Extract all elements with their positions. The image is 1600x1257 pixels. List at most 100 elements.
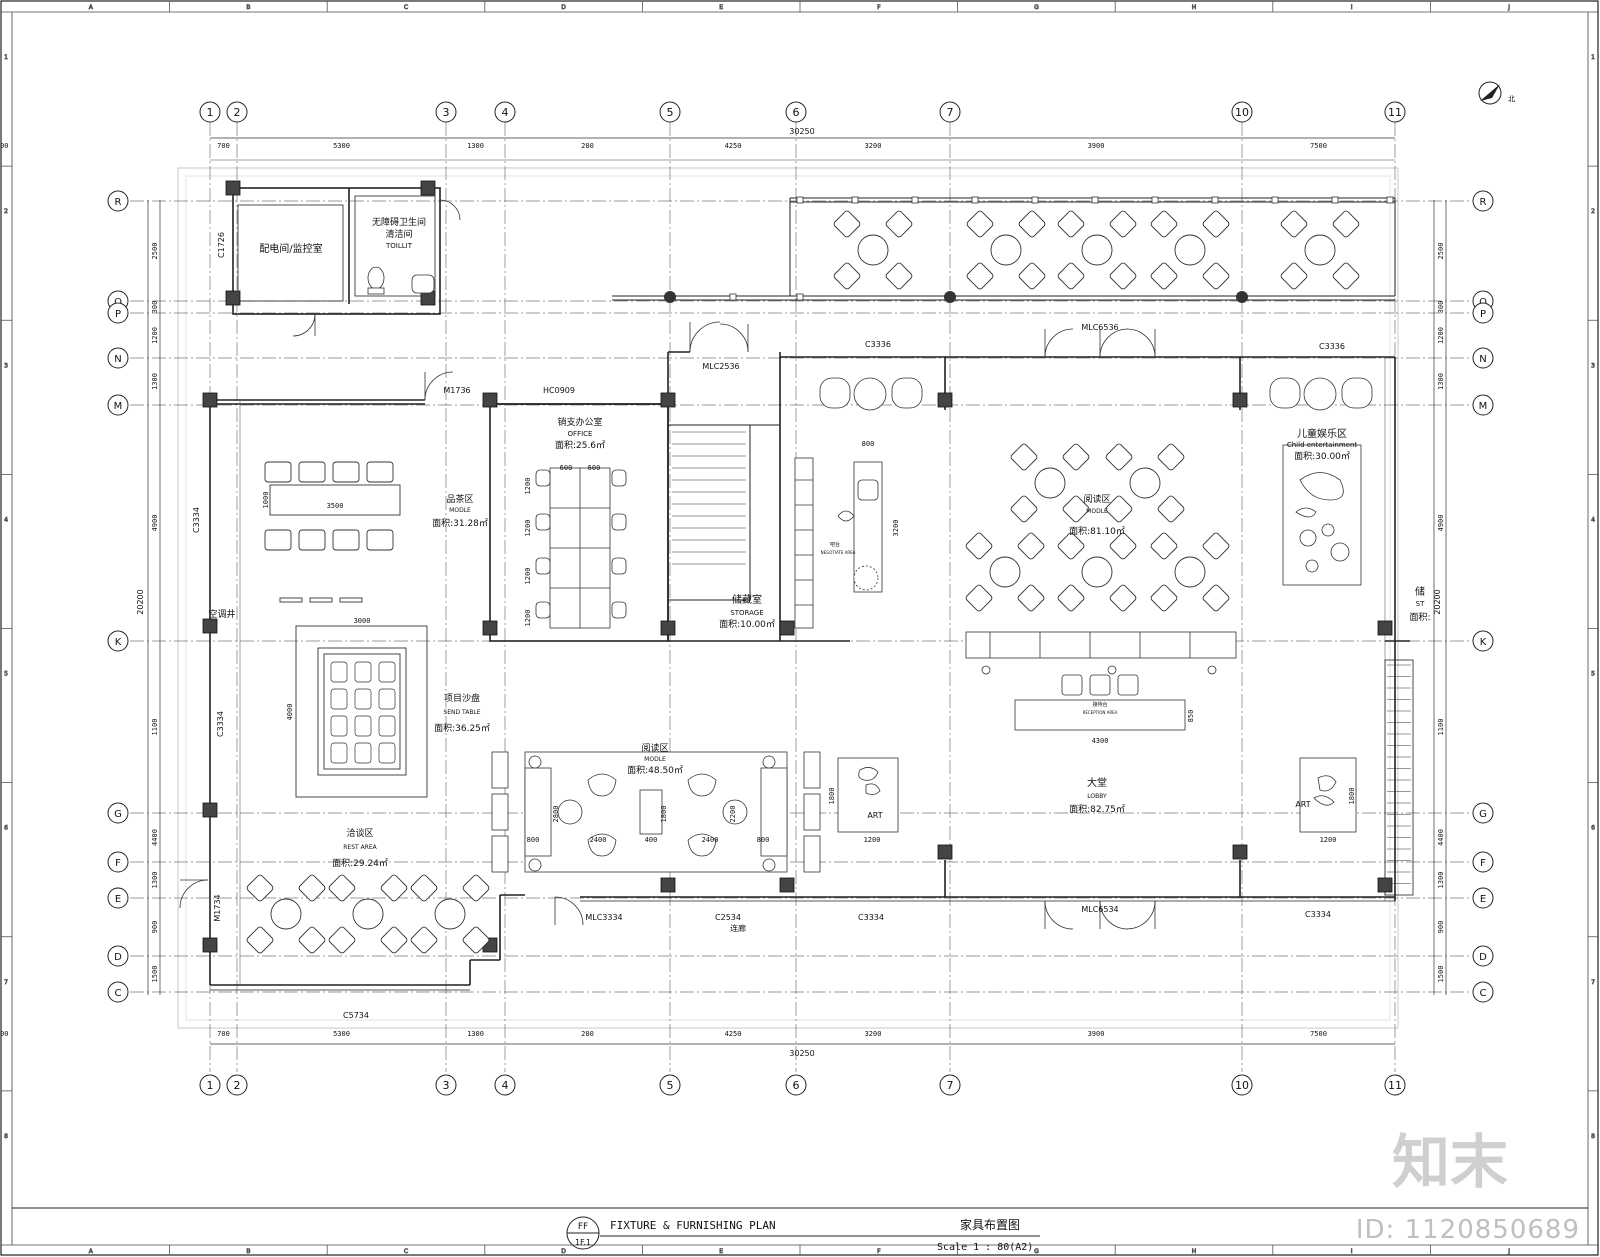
- office-desks: [549, 467, 611, 629]
- svg-text:M1734: M1734: [213, 894, 222, 921]
- room-office-en: OFFICE: [568, 430, 593, 438]
- grid-bubble-col: [435, 1074, 457, 1096]
- sheet-row-label: 1: [4, 54, 8, 61]
- svg-text:3000: 3000: [354, 617, 371, 625]
- svg-text:1000: 1000: [262, 492, 270, 509]
- top-dimension-string: [210, 137, 1395, 1045]
- grid-bubble-row: [1472, 945, 1494, 967]
- grid-bubble-col-label: 3: [443, 1079, 450, 1092]
- dim-top: 5300: [333, 142, 350, 150]
- dim-left: 900: [151, 921, 159, 934]
- dim-bottom: 5300: [333, 1030, 350, 1038]
- svg-text:400: 400: [645, 836, 658, 844]
- room-office-name: 销支办公室: [557, 416, 602, 428]
- grid-bubble-col-label: 3: [443, 106, 450, 119]
- grid-bubble-row: [107, 981, 129, 1003]
- room-storage-name: 储藏室: [732, 593, 762, 606]
- svg-text:4300: 4300: [1092, 737, 1109, 745]
- dim-top: 3200: [865, 142, 882, 150]
- svg-text:1800: 1800: [828, 788, 836, 805]
- svg-text:C5734: C5734: [343, 1011, 369, 1020]
- room-tea-area: 面积:31.28㎡: [432, 517, 488, 529]
- dim-right: 1300: [1437, 373, 1445, 390]
- grid-bubble-col-label: 4: [502, 106, 509, 119]
- sheet-row-label: 3: [4, 362, 8, 369]
- round-table-set: [965, 532, 1045, 612]
- dim-left: 4400: [151, 829, 159, 846]
- room-sand-en: SEND TABLE: [443, 709, 480, 716]
- grid-bubble-col-label: 7: [947, 1079, 954, 1092]
- grid-bubble-col-label: 6: [793, 1079, 800, 1092]
- svg-text:MLC6536: MLC6536: [1081, 323, 1118, 332]
- grid-bubble-row: [107, 630, 129, 652]
- grid-bubble-row: [1472, 851, 1494, 873]
- svg-text:接待台: 接待台: [1092, 701, 1107, 708]
- sheet-col-label: A: [89, 1248, 94, 1255]
- column: [660, 877, 676, 893]
- room-kids-name: 儿童娱乐区: [1297, 427, 1347, 440]
- grid-bubble-col-label: 1: [207, 1079, 214, 1092]
- svg-text:600: 600: [588, 464, 601, 472]
- grid-bubble-col: [659, 101, 681, 123]
- svg-text:C3336: C3336: [1319, 342, 1345, 351]
- room-electrical-name: 配电间/监控室: [259, 242, 322, 255]
- room-rest-en: REST AREA: [343, 844, 377, 851]
- dim-left: 300: [151, 301, 159, 314]
- sheet-col-label: H: [1192, 4, 1197, 11]
- grid-bubble-row: [107, 887, 129, 909]
- table-chair-sets: [246, 210, 1360, 954]
- total-width-bottom: 30250: [789, 1049, 814, 1058]
- toilet-fixtures: [367, 266, 435, 295]
- sand-table-models: [330, 661, 396, 764]
- room-rest-name: 洽谈区: [346, 827, 373, 839]
- sheet-col-label: B: [246, 4, 250, 11]
- grid-bubble-col: [1231, 101, 1253, 123]
- sheet-col-label: G: [1034, 1248, 1039, 1255]
- dim-left: 1300: [151, 373, 159, 390]
- room-office-area: 面积:25.6㎡: [555, 439, 605, 451]
- drawing-title-en: FIXTURE & FURNISHING PLAN: [610, 1219, 776, 1232]
- grid-bubble-row: [1472, 302, 1494, 324]
- room-reading2-area: 面积:48.50㎡: [627, 764, 683, 776]
- reception-desk: [1014, 674, 1186, 731]
- grid-bubble-col-label: 2: [234, 1079, 241, 1092]
- room-rest-area: 面积:29.24㎡: [332, 857, 388, 869]
- sheet-col-label: E: [719, 1248, 723, 1255]
- dim-bottom: 1300: [467, 1030, 484, 1038]
- room-reading-area: 面积:81.10㎡: [1069, 525, 1125, 537]
- svg-text:MLC6534: MLC6534: [1081, 905, 1118, 914]
- grid-bubble-row-label: E: [115, 894, 121, 905]
- dim-right: 4400: [1437, 829, 1445, 846]
- bar-counter: [837, 461, 883, 593]
- svg-text:800: 800: [527, 836, 540, 844]
- room-toilet-name2: 清洁间: [385, 228, 412, 240]
- dim-top: 7500: [1310, 142, 1327, 150]
- grid-bubble-row-label: D: [1479, 952, 1487, 963]
- column: [779, 620, 795, 636]
- room-tea-en: MODLE: [449, 507, 471, 514]
- lobby-lounge-chairs: [819, 377, 1373, 411]
- dim-top: 1300: [467, 142, 484, 150]
- svg-text:1200: 1200: [1320, 836, 1337, 844]
- dim-top: 700: [217, 142, 230, 150]
- round-table-set: [410, 874, 490, 954]
- grid-bubble-row-label: N: [1479, 354, 1486, 365]
- dim-bottom: 200: [581, 1030, 594, 1038]
- grid-bubble-col-label: 1: [207, 106, 214, 119]
- office-chairs: [535, 469, 627, 619]
- svg-text:吧台: 吧台: [830, 541, 840, 548]
- dim-right: 1500: [1437, 966, 1445, 983]
- svg-text:3200: 3200: [892, 520, 900, 537]
- tea-table-set: [264, 461, 401, 603]
- svg-text:850: 850: [1187, 710, 1195, 723]
- drawing-title-cn: 家具布置图: [960, 1217, 1020, 1232]
- grid-bubble-row-label: N: [114, 354, 121, 365]
- grid-bubble-row-label: C: [1480, 988, 1487, 999]
- svg-text:3500: 3500: [327, 502, 344, 510]
- svg-text:M1736: M1736: [443, 386, 470, 395]
- grid-bubble-row: [1472, 802, 1494, 824]
- art-plinths: [837, 757, 1357, 833]
- sheet-col-label: J: [1507, 4, 1510, 11]
- grid-bubble-row-label: G: [114, 809, 122, 820]
